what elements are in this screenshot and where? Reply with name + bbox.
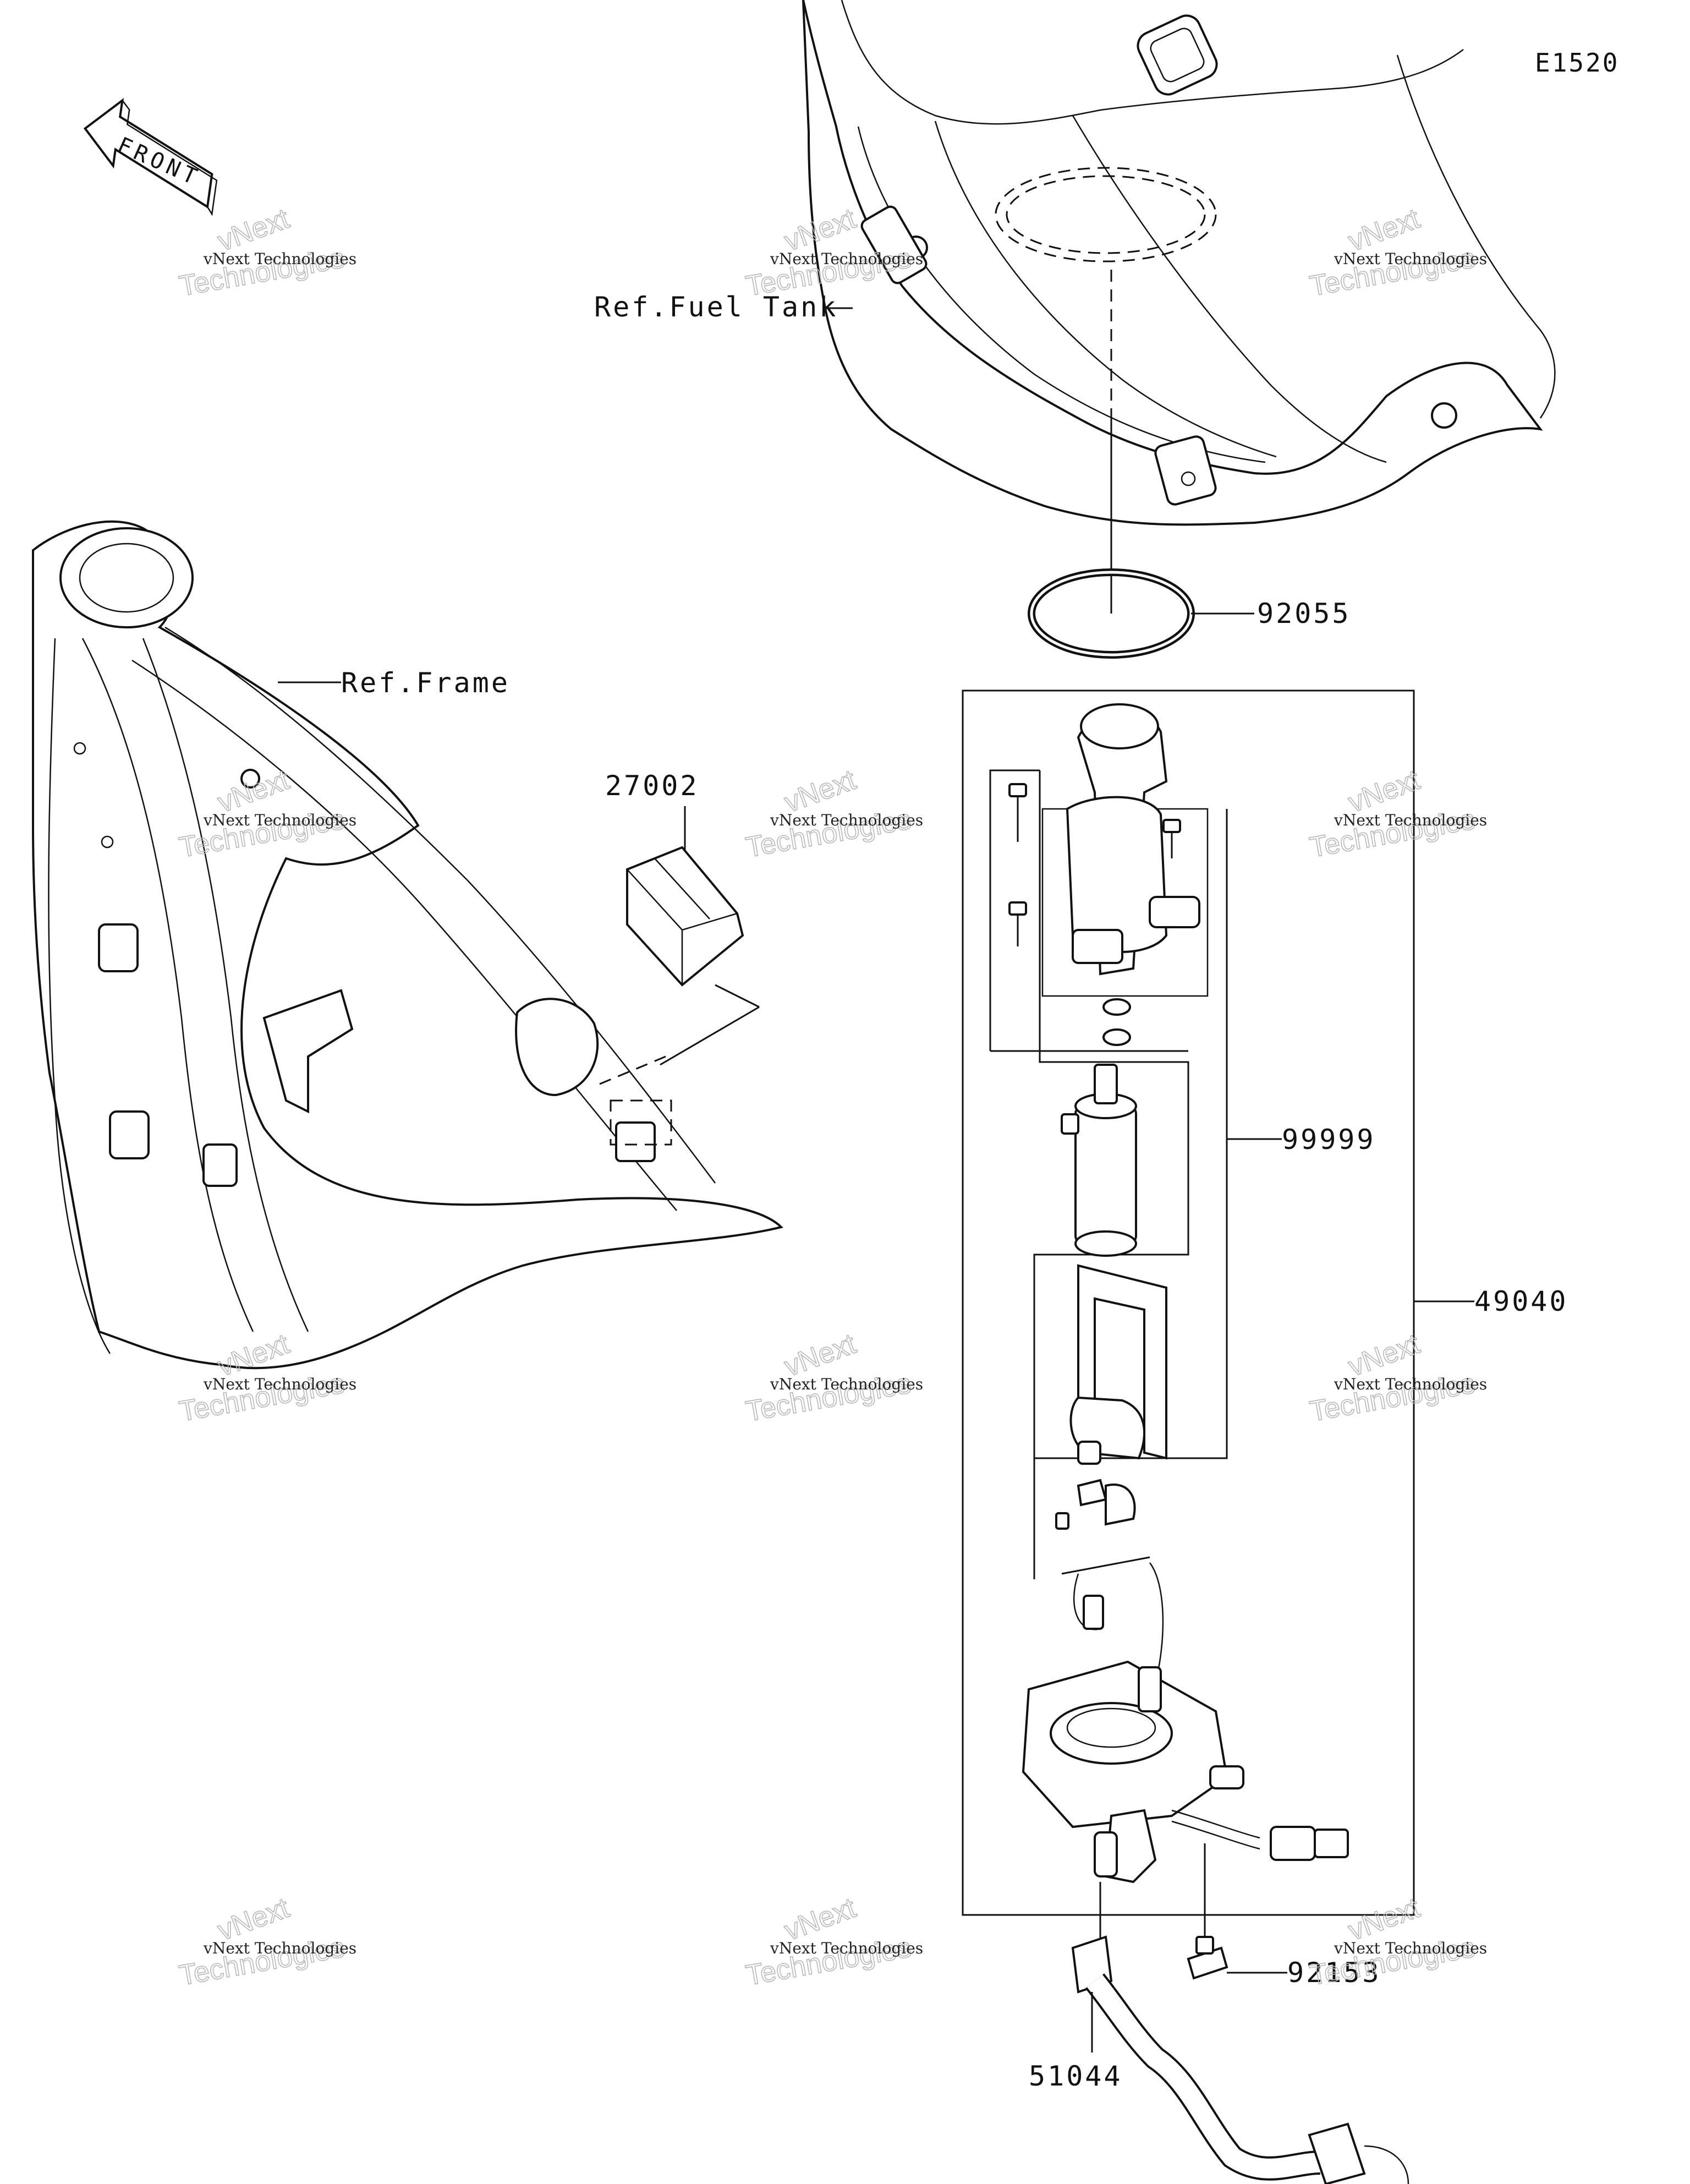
sub-assembly-bracket-top [989,769,1040,1051]
sub-assembly-part-number: 99999 [1282,1124,1376,1156]
svg-text:vNext Technologies: vNext Technologies [203,1939,356,1957]
diagram-code: E1520 [1535,48,1619,78]
svg-text:vNext Technologies: vNext Technologies [1334,250,1487,268]
sub-assembly-bracket-left [1033,770,1189,1579]
watermark-row4-left: Technologies vNext vNext Technologies [177,1891,356,1992]
bolt-92153 [1187,1843,1228,1980]
ref-fuel-tank-label: Ref.Fuel Tank [594,291,838,323]
svg-text:vNext Technologies: vNext Technologies [770,250,923,268]
relay-connector-line [715,984,760,1008]
fuel-tank [802,0,1556,526]
watermark-row4-right: Technologies vNext vNext Technologies [1307,1891,1487,1992]
relay [626,846,744,987]
rubber-pads [1055,1479,1136,1530]
svg-text:vNext Technologies: vNext Technologies [203,811,356,829]
relay-connector-line2 [660,1006,760,1066]
watermark-row4-mid: Technologies vNext vNext Technologies [743,1891,923,1992]
hose-part-number: 51044 [1029,2060,1123,2092]
pump-assembly-box [962,689,1415,1916]
fuel-filter [1069,1264,1167,1465]
svg-text:vNext Technologies: vNext Technologies [1334,1375,1487,1393]
svg-text:vNext Technologies: vNext Technologies [203,1375,356,1393]
front-arrow-icon: FRONT [83,97,218,216]
svg-text:vNext Technologies: vNext Technologies [770,1939,923,1957]
relay-part-number: 27002 [605,770,699,802]
watermark-row3-mid: Technologies vNext vNext Technologies [743,1327,923,1428]
pump-housing [1008,703,1209,1046]
watermark-row2-mid: Technologies vNext vNext Technologies [743,763,923,864]
watermark-row3-right: Technologies vNext vNext Technologies [1307,1327,1487,1428]
svg-text:vNext Technologies: vNext Technologies [770,1375,923,1393]
svg-text:vNext Technologies: vNext Technologies [203,250,356,268]
pump-flange [1022,1556,1349,1884]
pump-assembly-part-number: 49040 [1474,1285,1568,1317]
svg-text:vNext Technologies: vNext Technologies [770,811,923,829]
svg-text:vNext Technologies: vNext Technologies [1334,811,1487,829]
watermark-row2-right: Technologies vNext vNext Technologies [1307,763,1487,864]
svg-text:vNext Technologies: vNext Technologies [1334,1939,1487,1957]
bolt-part-number: 92153 [1287,1957,1381,1989]
frame [32,520,783,1370]
watermark-top-right: Technologies vNext vNext Technologies [1307,202,1487,303]
ref-frame-label: Ref.Frame [341,667,510,699]
o-ring-part-number: 92055 [1257,598,1351,630]
fuel-hose [1071,1882,1409,2184]
watermark-top-left: Technologies vNext vNext Technologies [177,202,356,303]
fuel-pump-motor [1061,1064,1137,1257]
